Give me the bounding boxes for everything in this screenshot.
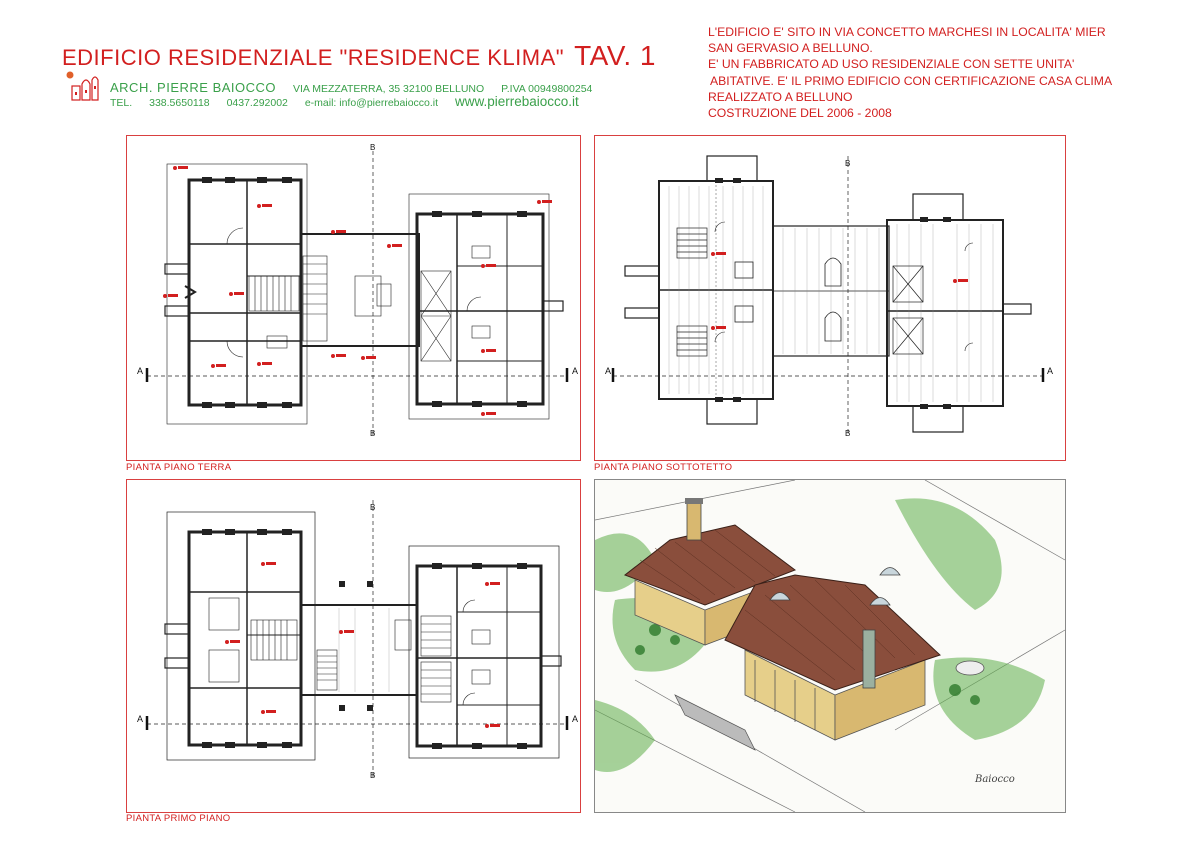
attic-floor-plan-drawing: A A B B [605,155,1053,438]
section-b-label-bottom: B [845,429,850,438]
studio-info-line-2: TEL. 338.5650118 0437.292002 e-mail: inf… [110,94,593,109]
section-b-label-top: B [370,143,375,152]
ground-floor-caption: PIANTA PIANO TERRA [126,462,232,473]
perspective-sketch-drawing: Baiocco [595,480,1065,812]
attic-floor-caption: PIANTA PIANO SOTTOTETTO [594,462,733,473]
tel-office: 0437.292002 [226,97,288,109]
first-floor-plan-panel: A A B B [126,479,581,813]
first-floor-plan-drawing: A A B B [137,500,578,780]
description-line: L'EDIFICIO E' SITO IN VIA CONCETTO MARCH… [708,25,1106,39]
project-description: L'EDIFICIO E' SITO IN VIA CONCETTO MARCH… [708,24,1112,121]
project-title: EDIFICIO RESIDENZIALE "RESIDENCE KLIMA" [62,45,565,70]
studio-logo-icon [66,71,99,101]
attic-floor-plan-panel: A A B B [594,135,1066,461]
vat-number: P.IVA 00949800254 [501,83,593,95]
tel-label: TEL. [110,97,133,109]
section-b-label-top: B [845,159,850,168]
description-line: ABITATIVE. E' IL PRIMO EDIFICIO CON CERT… [710,73,1113,88]
website-link[interactable]: www.pierrebaiocco.it [454,94,579,109]
section-a-label-right: A [572,714,578,724]
email-link[interactable]: e-mail: info@pierrebaiocco.it [304,97,439,109]
first-floor-caption: PIANTA PRIMO PIANO [126,813,231,824]
studio-info-line-1: ARCH. PIERRE BAIOCCO VIA MEZZATERRA, 35 … [110,80,606,95]
architect-name: ARCH. PIERRE BAIOCCO [110,80,277,95]
studio-logo [64,70,104,106]
perspective-sketch-panel: Baiocco [594,479,1066,813]
section-a-label-right: A [1047,366,1053,376]
section-b-label-bottom: B [370,771,375,780]
section-a-label-left: A [137,366,143,376]
section-b-label-top: B [370,503,375,512]
description-line: REALIZZATO A BELLUNO [708,89,853,104]
description-line: E' UN FABBRICATO AD USO RESIDENZIALE CON… [708,57,1075,72]
tel-mobile: 338.5650118 [149,97,210,109]
ground-floor-plan-drawing: A A B B [137,143,578,438]
studio-address: VIA MEZZATERRA, 35 32100 BELLUNO [292,83,485,95]
ground-floor-plan-panel: A A B B [126,135,581,461]
description-line: COSTRUZIONE DEL 2006 - 2008 [708,106,892,121]
artist-signature: Baiocco [974,774,1015,785]
page-title: EDIFICIO RESIDENZIALE "RESIDENCE KLIMA" T… [62,40,656,72]
section-a-label-left: A [605,366,611,376]
section-b-label-bottom: B [370,429,375,438]
section-a-label-left: A [137,714,143,724]
description-line: SAN GERVASIO A BELLUNO. [708,41,873,56]
section-a-label-right: A [572,366,578,376]
table-number: TAV. 1 [574,40,656,71]
